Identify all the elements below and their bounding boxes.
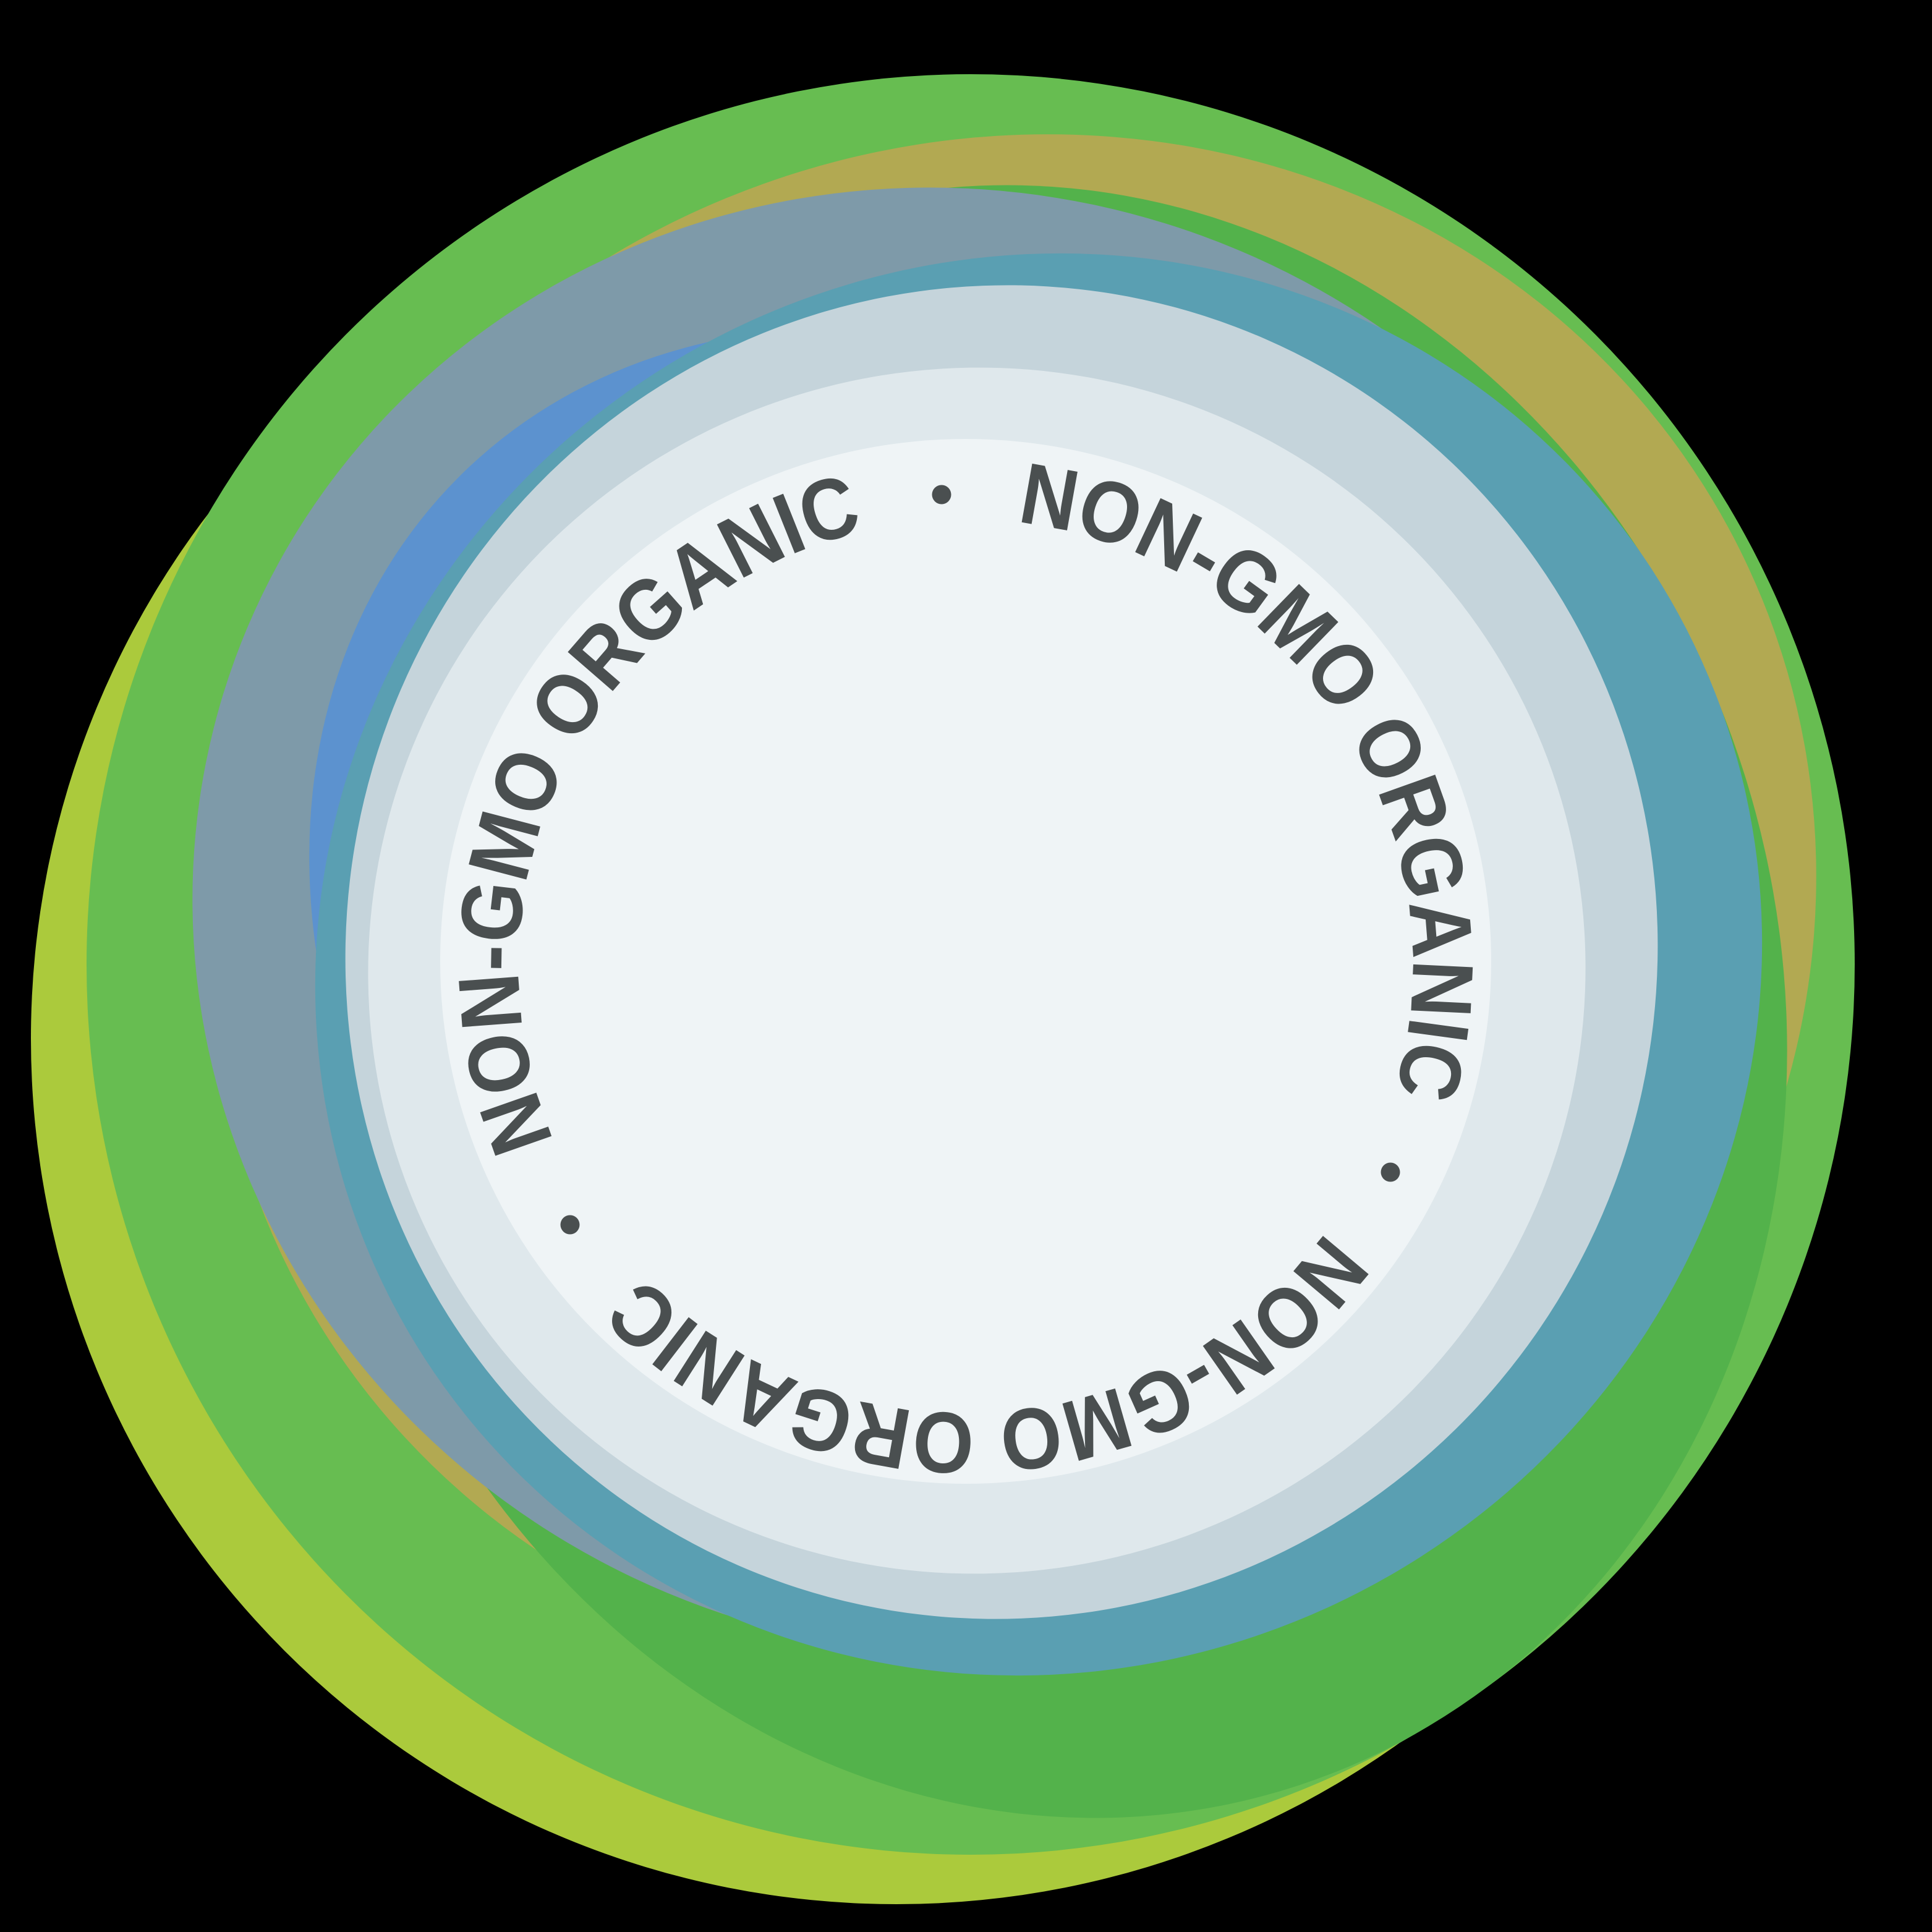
badge-center-disc: [440, 439, 1491, 1484]
ring-separator-dot-right: [1381, 1162, 1400, 1182]
ring-separator-dot-left: [560, 1215, 580, 1235]
ring-separator-dot-top: [932, 485, 951, 504]
